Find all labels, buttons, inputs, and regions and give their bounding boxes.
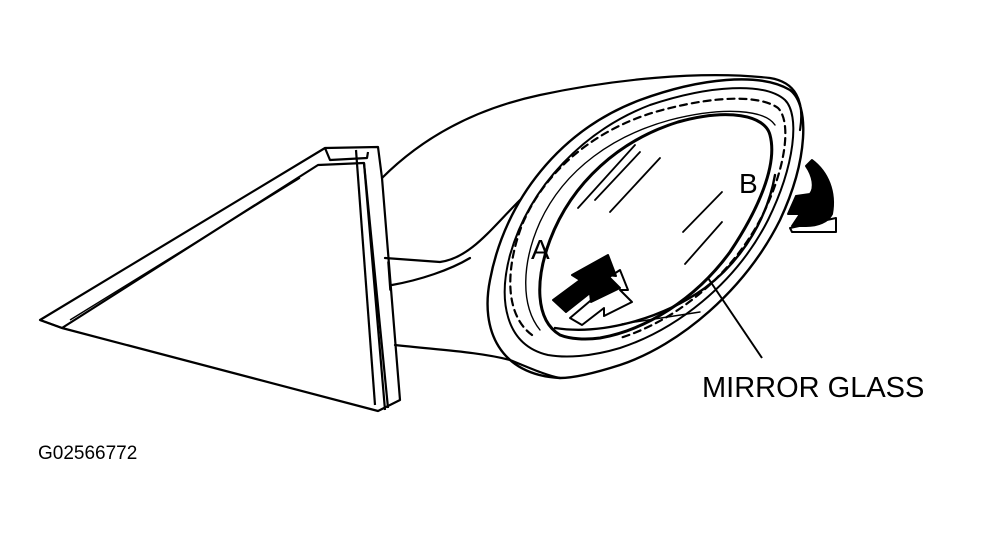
figure-id-label: G02566772 [38, 443, 137, 464]
point-b-label: B [739, 168, 758, 199]
mirror-glass-label: MIRROR GLASS [702, 372, 924, 404]
mirror-glass-leader [707, 277, 763, 359]
point-a-label: A [531, 234, 550, 265]
mounting-bracket [38, 145, 402, 413]
push-arrow-icon [552, 254, 633, 326]
mirror-bezel [486, 78, 805, 380]
mirror-housing [380, 74, 803, 380]
rotate-arrow-icon [787, 159, 837, 233]
